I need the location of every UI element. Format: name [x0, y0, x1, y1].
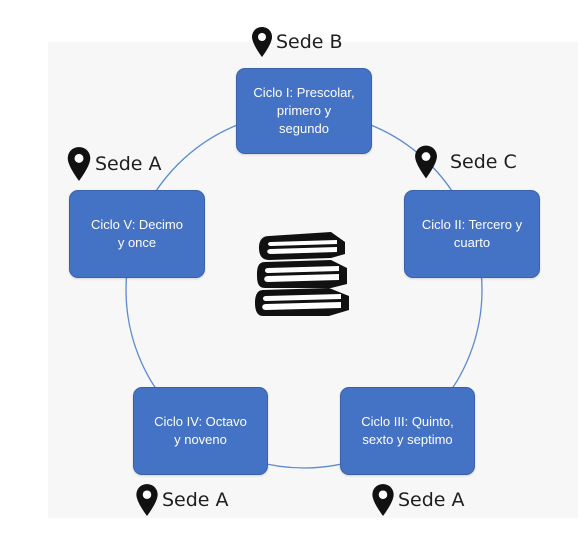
map-pin-icon	[372, 484, 394, 516]
sede-marker-5: Sede A	[371, 483, 465, 517]
books-icon	[255, 232, 349, 316]
map-pin-icon	[136, 484, 158, 516]
cycle-box-1-text: Ciclo I: Prescolar, primero y segundo	[253, 85, 355, 136]
cycle-box-2-text: Ciclo II: Tercero y cuarto	[421, 217, 523, 250]
sede-marker-3: Sede A	[66, 146, 162, 182]
map-pin-icon	[67, 147, 91, 181]
map-pin-icon	[415, 145, 437, 179]
cycle-box-5-text: Ciclo V: Decimo y once	[91, 217, 183, 250]
cycle-box-3: Ciclo III: Quinto, sexto y septimo	[340, 387, 475, 475]
cycle-box-5: Ciclo V: Decimo y once	[69, 190, 205, 278]
sede-label-3: Sede A	[95, 153, 162, 175]
cycle-box-4-text: Ciclo IV: Octavo y noveno	[154, 414, 247, 447]
sede-marker-2: Sede C	[414, 144, 517, 180]
sede-label-1: Sede B	[276, 31, 343, 53]
sede-marker-1: Sede B	[251, 26, 343, 58]
sede-label-4: Sede A	[162, 489, 229, 511]
sede-label-5: Sede A	[398, 489, 465, 511]
cycle-box-2: Ciclo II: Tercero y cuarto	[404, 190, 540, 278]
cycle-box-3-text: Ciclo III: Quinto, sexto y septimo	[361, 414, 454, 447]
map-pin-icon	[252, 27, 272, 57]
cycle-box-4: Ciclo IV: Octavo y noveno	[133, 387, 268, 475]
sede-label-2: Sede C	[450, 151, 517, 173]
sede-marker-4: Sede A	[135, 483, 229, 517]
cycle-box-1: Ciclo I: Prescolar, primero y segundo	[236, 68, 372, 154]
